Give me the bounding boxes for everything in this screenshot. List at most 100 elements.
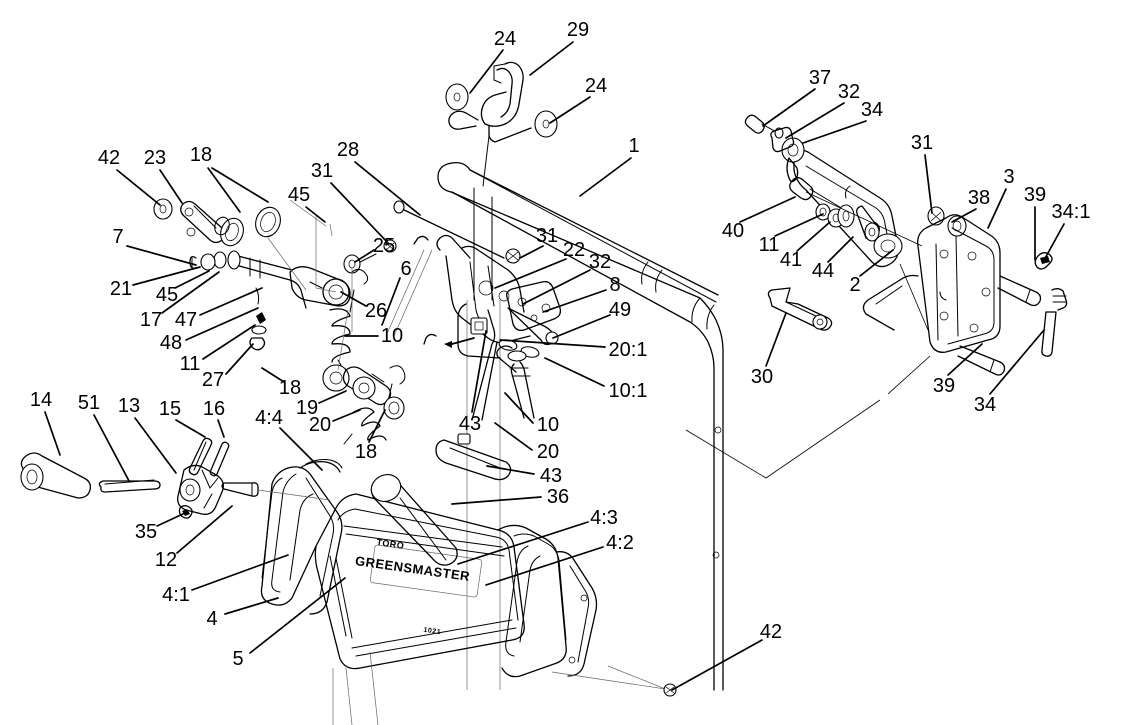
callout-number-14: 14 [29,389,53,411]
callout-leader-line [519,245,544,259]
callout-number-28: 28 [336,139,360,161]
brand-logo: TORO [376,537,405,551]
callout-leader-line [174,270,210,289]
callout-leader-line [827,236,854,263]
callout-leader-line [469,49,504,94]
callout-leader-line [279,427,323,471]
callout-leader-line [765,312,787,367]
callout-number-45: 45 [287,184,311,206]
callout-number-5: 5 [232,648,244,670]
callout-leader-line [217,419,225,438]
callout-number-27: 27 [201,369,225,391]
callout-number-51: 51 [77,392,101,414]
callout-leader-line [159,169,183,204]
callout-number-32: 32 [588,251,612,273]
callout-leader-line [951,208,977,223]
callout-leader-line [354,161,421,216]
callout-leader-line [924,154,933,214]
callout-leader-line [126,245,197,266]
callout-leader-line [191,554,289,591]
callout-number-22: 22 [562,239,586,261]
callout-number-24: 24 [493,28,517,50]
callout-leader-line [134,417,177,474]
callout-number-12: 12 [154,549,178,571]
callout-leader-line [224,597,279,615]
callout-number-18: 18 [278,377,302,399]
callout-number-34: 34 [860,99,884,121]
callout-leader-line [132,266,201,286]
right-bracket-assembly [744,114,1068,376]
callout-leader-line [947,343,983,376]
callout-number-35: 35 [134,521,158,543]
rod-10-20-43-group [385,235,535,481]
callout-number-37: 37 [808,67,832,89]
callout-number-10-1: 10:1 [608,380,648,402]
callout-number-31: 31 [910,132,934,154]
callout-leader-line [544,357,605,387]
callout-leader-line [207,167,241,213]
callout-leader-line [796,221,831,252]
callout-number-4-2: 4:2 [606,532,634,554]
handle-tube-group [437,162,724,691]
callout-number-47: 47 [174,309,198,331]
callout-leader-line [211,167,269,203]
callout-leader-line [176,505,233,554]
callout-number-41: 41 [779,249,803,271]
callout-leader-line [199,287,263,316]
callout-number-20: 20 [308,414,332,436]
callout-leader-line [161,271,220,314]
callout-number-39: 39 [1023,184,1047,206]
callout-number-40: 40 [721,220,745,242]
callout-number-19: 19 [295,397,319,419]
callout-number-8: 8 [609,274,621,296]
callout-leader-line [305,206,326,223]
callout-leader-line [340,291,367,307]
callout-number-25: 25 [372,235,396,257]
callout-number-43: 43 [458,413,482,435]
callout-leader-line [522,269,591,305]
callout-number-38: 38 [967,187,991,209]
callout-number-4-1: 4:1 [162,584,190,606]
callout-leader-line [987,188,1007,229]
callout-leader-line [739,196,796,223]
callout-number-2: 2 [849,274,861,296]
callout-number-6: 6 [400,258,412,280]
callout-leader-line [486,465,535,475]
callout-leader-line [175,419,206,438]
callout-leader-line [989,329,1045,395]
upper-bracket-29-24 [445,61,558,187]
callout-number-48: 48 [159,332,183,354]
callout-number-34: 34 [973,394,997,416]
console-assembly-4 [260,459,598,678]
callout-number-32: 32 [837,81,861,103]
callout-number-4-4: 4:4 [255,407,283,429]
callout-number-3: 3 [1003,166,1015,188]
callout-number-26: 26 [364,300,388,322]
callout-number-39: 39 [932,375,956,397]
callout-number-18: 18 [354,441,378,463]
callout-number-4-3: 4:3 [590,507,618,529]
callout-number-23: 23 [143,147,167,169]
callout-number-13: 13 [117,395,141,417]
callout-leader-line [802,120,867,144]
callout-leader-line [44,411,61,456]
callout-leader-line [762,88,816,127]
model-number: 1021 [423,627,441,636]
callout-number-11: 11 [179,353,201,375]
callout-leader-line [451,496,542,505]
callout-leader-line [785,102,845,139]
callout-number-44: 44 [811,260,835,282]
callout-number-42: 42 [97,147,121,169]
callout-leader-line [381,277,401,326]
callout-number-17: 17 [139,309,163,331]
callout-leader-line [504,392,534,424]
callout-leader-line [318,390,347,404]
lever-36 [370,474,458,566]
callout-leader-line [116,169,161,206]
callout-number-4: 4 [206,608,218,630]
callout-leader-line [859,249,894,277]
callout-leader-line [1042,223,1065,263]
callout-number-11: 11 [758,234,780,256]
callout-leader-line [494,258,567,289]
